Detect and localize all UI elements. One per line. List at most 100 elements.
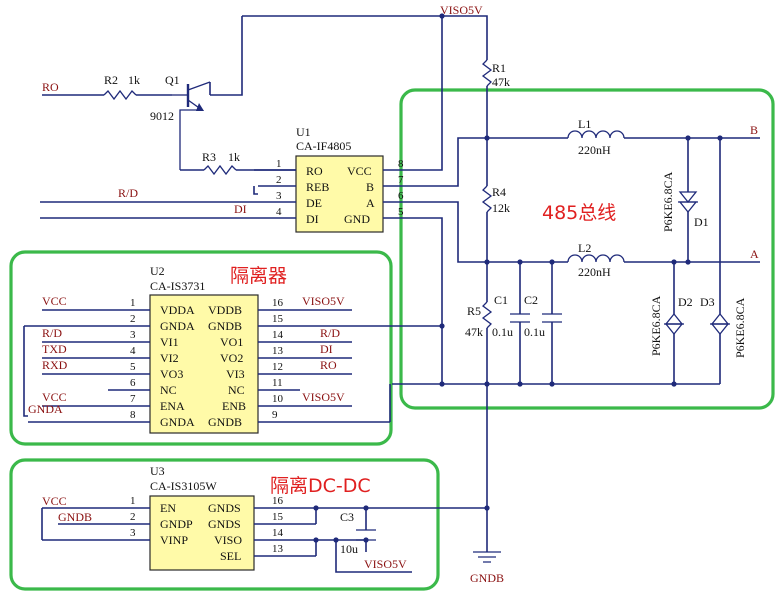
chip-u1	[295, 155, 384, 233]
chip-u2	[149, 294, 259, 434]
net-label-vcc-u2-1: VCC	[42, 294, 67, 308]
d1-value: P6KE6.8CA	[661, 171, 675, 232]
q1-value: 9012	[150, 109, 174, 123]
u3-pin15-name: GNDS	[208, 517, 241, 531]
net-label-vcc-u2-7: VCC	[42, 390, 67, 404]
u2-pin7-num: 7	[130, 393, 136, 405]
tvs-diode-d2	[664, 312, 684, 336]
net-label-rd-u2: R/D	[42, 326, 62, 340]
net-label-viso5v-u2-16: VISO5V	[302, 294, 345, 308]
u3-pin16-name: GNDS	[208, 501, 241, 515]
u1-pin6-num: 6	[398, 190, 404, 202]
u2-pin12-num: 12	[272, 361, 283, 373]
u1-pin3-num: 3	[276, 190, 282, 202]
net-label-txd: TXD	[42, 342, 67, 356]
u2-pin1-num: 1	[130, 297, 136, 309]
u2-pin6-num: 6	[130, 377, 136, 389]
net-label-ro-u2-12: RO	[320, 358, 337, 372]
u2-pin14-num: 14	[272, 329, 284, 341]
u2-pin12-name: VI3	[226, 367, 245, 381]
u1-pin5-name: GND	[344, 212, 370, 226]
u2-pin10-num: 10	[272, 393, 284, 405]
net-label-gnda: GNDA	[28, 402, 63, 416]
r1-ref: R1	[492, 61, 506, 75]
wires-u1-left	[40, 186, 258, 219]
u2-pin9-name: GNDB	[208, 415, 242, 429]
inductor-l1	[567, 130, 625, 139]
u2-pin5-name: VO3	[160, 367, 183, 381]
u3-pin1-name: EN	[160, 501, 176, 515]
u2-pin-wires	[24, 309, 442, 423]
l1-value: 220nH	[578, 143, 611, 157]
c1-ref: C1	[494, 293, 508, 307]
u2-pin13-num: 13	[272, 345, 284, 357]
group-dcdc-title: 隔离DC-DC	[270, 475, 371, 497]
r3-value: 1k	[228, 150, 240, 164]
group-isolated-dcdc	[9, 458, 440, 591]
u3-pin13-name: SEL	[220, 549, 241, 563]
c3-value: 10u	[340, 542, 358, 556]
u2-pin2-num: 2	[130, 313, 136, 325]
net-label-rxd: RXD	[42, 358, 68, 372]
u1-pin7-num: 7	[398, 174, 404, 186]
c2-ref: C2	[524, 293, 538, 307]
resistor-r4	[481, 185, 493, 213]
r2-value: 1k	[128, 73, 140, 87]
u2-pin11-num: 11	[272, 377, 283, 389]
r4-ref: R4	[492, 185, 506, 199]
u1-pin6-name: A	[366, 196, 375, 210]
u1-pin5-num: 5	[398, 206, 404, 218]
u2-pin15-num: 15	[272, 313, 284, 325]
r4-value: 12k	[492, 201, 510, 215]
u1-pin8-num: 8	[398, 158, 404, 170]
u3-pin2-name: GNDP	[160, 517, 193, 531]
net-label-vcc-u3: VCC	[42, 494, 67, 508]
c2-value: 0.1u	[524, 325, 545, 339]
u2-pin2-name: GNDA	[160, 319, 195, 333]
u3-ref: U3	[150, 464, 165, 478]
u2-pin4-name: VI2	[160, 351, 179, 365]
u3-pin-wires	[42, 507, 487, 557]
u1-pin7-name: B	[366, 180, 374, 194]
u2-extra-wires	[23, 326, 391, 422]
u1-pin4-num: 4	[276, 206, 282, 218]
u3-pin13-num: 13	[272, 543, 284, 555]
u3-pin3-num: 3	[130, 527, 136, 539]
resistor-r3	[203, 164, 237, 176]
u2-pin10-name: ENB	[222, 399, 246, 413]
u2-part: CA-IS3731	[150, 279, 205, 293]
l1-ref: L1	[578, 117, 591, 131]
net-label-viso5v-top: VISO5V	[440, 3, 483, 17]
capacitor-c2	[542, 313, 562, 323]
net-label-a: A	[750, 247, 759, 261]
u2-pin14-name: VO1	[220, 335, 243, 349]
u3-pin16-num: 16	[272, 495, 284, 507]
u1-pin3-name: DE	[306, 196, 322, 210]
wires-top	[210, 15, 488, 171]
d3-value: P6KE6.8CA	[733, 297, 747, 358]
group-485-bus	[399, 88, 775, 410]
u1-pin1-name: RO	[306, 164, 323, 178]
u3-pin3-name: VINP	[160, 533, 188, 547]
u2-pin9-num: 9	[272, 409, 278, 421]
u2-ref: U2	[150, 264, 165, 278]
u2-pin1-name: VDDA	[160, 303, 195, 317]
net-label-di-u1: DI	[234, 202, 247, 216]
net-label-di-u2-13: DI	[320, 342, 333, 356]
u2-pin3-num: 3	[130, 329, 136, 341]
net-label-viso5v-u2-10: VISO5V	[302, 390, 345, 404]
group-485-bus-title: 485总线	[542, 202, 616, 224]
u3-pin1-num: 1	[130, 495, 136, 507]
net-label-gndb-u3: GNDB	[58, 510, 92, 524]
capacitor-c1	[510, 313, 530, 323]
u3-extra-wires	[41, 508, 412, 573]
r2-ref: R2	[104, 73, 118, 87]
d2-value: P6KE6.8CA	[649, 295, 663, 356]
d1-ref: D1	[694, 215, 709, 229]
resistor-r5	[481, 301, 493, 329]
d3-ref: D3	[700, 295, 715, 309]
l2-ref: L2	[578, 241, 591, 255]
inductor-l2	[567, 254, 625, 263]
u2-pin16-name: VDDB	[208, 303, 242, 317]
